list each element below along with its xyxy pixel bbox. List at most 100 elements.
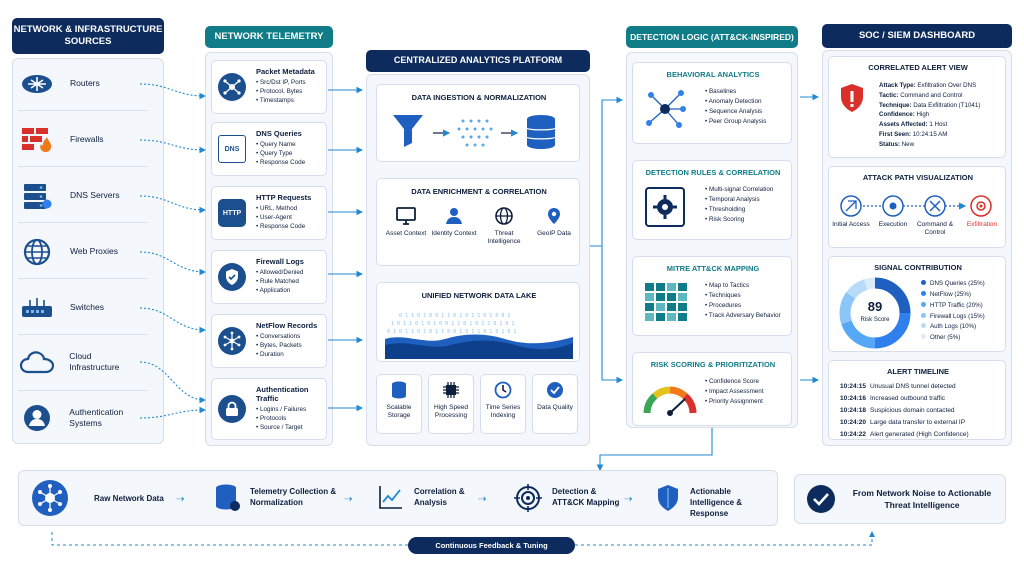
donut-slice-5 — [864, 277, 876, 290]
legend-entry: DNS Queries (25%) — [921, 279, 985, 290]
check-badge-icon — [547, 382, 563, 398]
signal-contribution-card: SIGNAL CONTRIBUTION 89 Risk Score DNS Qu… — [828, 256, 1006, 352]
source-label: Routers — [70, 78, 100, 89]
source-label: Cloud Infrastructure — [69, 350, 120, 372]
telemetry-bullet: Src/Dst IP, Ports — [256, 78, 306, 87]
person-icon — [446, 208, 462, 224]
donut-slice-3 — [839, 292, 856, 324]
http-icon: HTTP — [218, 199, 246, 227]
source-cloud: Cloud Infrastructure — [18, 340, 138, 384]
detection-bullet: Temporal Analysis — [705, 195, 773, 205]
shield-icon — [656, 484, 680, 517]
detection-bullet: Procedures — [705, 301, 781, 311]
alert-timeline-card: ALERT TIMELINE — [828, 360, 1006, 440]
telemetry-bullet: Rule Matched — [256, 277, 303, 286]
telemetry-bullet: Timestamps — [256, 96, 306, 105]
signal-title: SIGNAL CONTRIBUTION — [874, 263, 962, 272]
legend-entry: Auth Logs (10%) — [921, 322, 985, 333]
enrich-threat-intel: Threat Intelligence — [479, 207, 529, 246]
attack-path-graphic — [840, 195, 992, 217]
legend-swatch — [921, 280, 926, 285]
globe-icon — [495, 207, 513, 225]
flow-step-label: Detection & ATT&CK Mapping — [552, 487, 620, 508]
detection-section-title: BEHAVIORAL ANALYTICS — [666, 70, 760, 79]
sources-panel — [12, 58, 164, 444]
alert-fields: Attack Type: Exfiltration Over DNS Tacti… — [879, 81, 980, 150]
mitre-mapping-card: MITRE ATT&CK MAPPING Map to Tactics Tech… — [632, 256, 792, 336]
source-label: Switches — [70, 302, 105, 313]
alert-field: Tactic: Command and Control — [879, 91, 963, 99]
source-label: Firewalls — [70, 134, 104, 145]
flow-step-label: Correlation & Analysis — [414, 487, 465, 508]
alert-field: Assets Affected: 1 Host — [879, 121, 948, 129]
enrich-asset: Asset Context — [383, 207, 429, 238]
donut-slice-2 — [841, 320, 876, 349]
attack-step-label: Exfiltration — [966, 221, 998, 228]
svg-text:0 1 1 0 1 0 0 1 1 0 1 0 1 1 0: 0 1 1 0 1 0 0 1 1 0 1 0 1 1 0 1 0 0 1 — [399, 313, 510, 319]
flow-step-label: Actionable Intelligence & Response — [690, 487, 743, 519]
enrich-geoip: GeoIP Data — [531, 207, 577, 238]
summary-text: From Network Noise to Actionable Threat … — [852, 488, 992, 511]
telemetry-bullet: Protocol, Bytes — [256, 87, 306, 96]
alert-view-card: CORRELATED ALERT VIEW Attack Type: Exfil… — [828, 56, 1006, 158]
data-lake-graphic: 0 1 1 0 1 0 0 1 1 0 1 0 1 1 0 1 0 0 1 1 … — [385, 313, 573, 359]
source-routers: Routers — [18, 62, 138, 106]
telemetry-title: DNS Queries — [256, 129, 302, 138]
raw-data-icon — [30, 478, 70, 523]
database-icon — [214, 484, 240, 517]
feature-scalable: Scalable Storage — [376, 374, 422, 434]
telemetry-card-auth: Authentication Traffic Logins / Failures… — [211, 378, 327, 440]
svg-text:1 0 1 1 0 1 0 1 0 0 1 1 0 1 0: 1 0 1 1 0 1 0 1 0 0 1 1 0 1 0 1 1 0 1 0 … — [391, 321, 514, 327]
platform-header: CENTRALIZED ANALYTICS PLATFORM — [366, 50, 590, 72]
feature-quality: Data Quality — [532, 374, 578, 434]
timeline-title: ALERT TIMELINE — [886, 367, 950, 376]
telemetry-title: NetFlow Records — [256, 321, 318, 330]
process-flow-bar — [18, 470, 778, 526]
donut-slice-4 — [846, 279, 868, 299]
alert-field: Status: New — [879, 140, 915, 148]
attack-path-title: ATTACK PATH VISUALIZATION — [862, 173, 974, 182]
data-lake-card: UNIFIED NETWORK DATA LAKE 0 1 1 0 1 0 0 … — [376, 282, 580, 362]
detection-section-title: RISK SCORING & PRIORITIZATION — [650, 360, 776, 369]
telemetry-bullet: Protocols — [256, 414, 306, 423]
legend-entry: Firewall Logs (15%) — [921, 312, 985, 323]
source-authentication: Authentication Systems — [18, 396, 138, 440]
telemetry-card-http: HTTP HTTP Requests URL, MethodUser-Agent… — [211, 186, 327, 240]
location-pin-icon — [548, 208, 560, 224]
detection-bullet: Techniques — [705, 291, 781, 301]
funnel-icon — [393, 115, 423, 147]
risk-score-label: Risk Score — [860, 317, 890, 323]
detection-bullet: Risk Scoring — [705, 215, 773, 225]
telemetry-header: NETWORK TELEMETRY — [205, 26, 333, 48]
legend-label: Auth Logs (10%) — [930, 323, 977, 331]
telemetry-bullet: Logins / Failures — [256, 405, 306, 414]
donut-slice-0 — [874, 277, 911, 314]
telemetry-card-packet: Packet Metadata Src/Dst IP, PortsProtoco… — [211, 60, 327, 114]
detection-bullet: Sequence Analysis — [705, 107, 766, 117]
telemetry-title: Firewall Logs — [256, 257, 304, 266]
check-circle-icon — [806, 484, 836, 519]
detection-bullet: Multi-signal Correlation — [705, 185, 773, 195]
telemetry-bullet: Application — [256, 286, 303, 295]
detection-bullet: Thresholding — [705, 205, 773, 215]
legend-swatch — [921, 290, 926, 296]
attack-path-card: ATTACK PATH VISUALIZATION Initial Access… — [828, 166, 1006, 248]
detection-bullet: Priority Assignment — [705, 397, 764, 407]
source-dns-servers: DNS Servers — [18, 174, 138, 218]
detection-bullet: Peer Group Analysis — [705, 117, 766, 127]
data-points-icon — [457, 119, 493, 147]
legend-swatch — [921, 323, 926, 329]
source-web-proxies: Web Proxies — [18, 230, 138, 274]
telemetry-title: Packet Metadata — [256, 67, 315, 76]
enrichment-title: DATA ENRICHMENT & CORRELATION — [411, 187, 547, 196]
alert-field: First Seen: 10:24:15 AM — [879, 130, 948, 138]
network-graph-icon — [646, 90, 686, 128]
chart-icon — [378, 484, 404, 515]
legend-label: Firewall Logs (15%) — [930, 312, 985, 320]
detection-rules-card: DETECTION RULES & CORRELATION Multi-sign… — [632, 160, 792, 240]
legend-entry: HTTP Traffic (20%) — [921, 301, 985, 312]
enrichment-card: DATA ENRICHMENT & CORRELATION Asset Cont… — [376, 178, 580, 266]
ingestion-card: DATA INGESTION & NORMALIZATION — [376, 84, 580, 162]
ingestion-flow-graphic — [393, 115, 556, 149]
